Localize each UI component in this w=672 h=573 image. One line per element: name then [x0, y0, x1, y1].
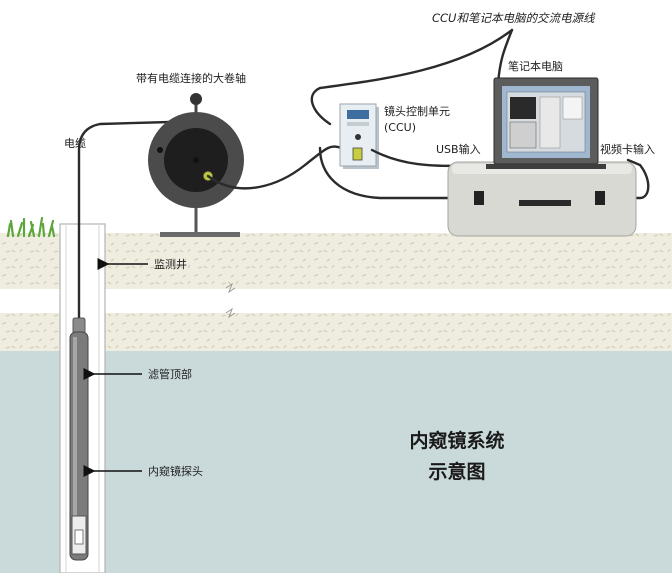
ccu-unit [339, 103, 379, 169]
laptop-label: 笔记本电脑 [508, 59, 563, 73]
ccu-usb-port [352, 147, 363, 161]
diagram-title-line2: 示意图 [428, 460, 485, 483]
reel-handle-knob [190, 93, 202, 105]
cable-label: 电缆 [64, 137, 86, 150]
power-label: CCU和笔记本电脑的交流电源线 [432, 11, 596, 25]
laptop-dock [447, 161, 637, 237]
dock-right-slot [595, 191, 605, 205]
laptop-base [486, 164, 606, 169]
well-label: 监测井 [154, 257, 187, 271]
ccu-display [347, 110, 369, 119]
water-zone [0, 351, 672, 573]
probe-highlight [73, 337, 77, 552]
probe-lens [74, 529, 84, 545]
soil-lower [0, 313, 672, 351]
screen-image-2 [509, 121, 537, 149]
ground-layers [0, 233, 672, 573]
white-gap [0, 289, 672, 313]
screen-image-1 [510, 97, 536, 119]
diagram-title-line1: 内窥镜系统 [409, 429, 504, 452]
video-cable [318, 146, 650, 200]
screen-image-3 [539, 96, 561, 149]
reel-base [160, 232, 240, 237]
endoscope-probe [69, 224, 89, 561]
screen-image-4 [562, 96, 583, 120]
probe-label: 内窥镜探头 [148, 464, 203, 478]
soil-upper [0, 233, 672, 289]
usb-label: USB输入 [436, 142, 481, 156]
reel-label: 带有电缆连接的大卷轴 [136, 71, 246, 85]
reel-left-peg [157, 147, 163, 153]
ccu-label-line1: 镜头控制单元 [384, 104, 450, 118]
power-cord-ccu [310, 28, 514, 126]
reel-hub [193, 157, 199, 163]
dock-left-slot [474, 191, 484, 205]
ccu-knob [355, 134, 361, 140]
cable-reel [148, 93, 244, 237]
laptop [486, 77, 606, 169]
grass [6, 216, 56, 238]
cable-reel-to-well [77, 120, 172, 226]
ccu-label-strip [347, 122, 369, 126]
cable-reel-to-ccu [206, 145, 344, 190]
video-label: 视频卡输入 [600, 142, 655, 156]
ccu-label-line2: (CCU) [384, 121, 416, 134]
dock-center-slot [519, 200, 571, 206]
screen-top-label: 滤管顶部 [148, 367, 192, 381]
break-mark [225, 282, 236, 319]
